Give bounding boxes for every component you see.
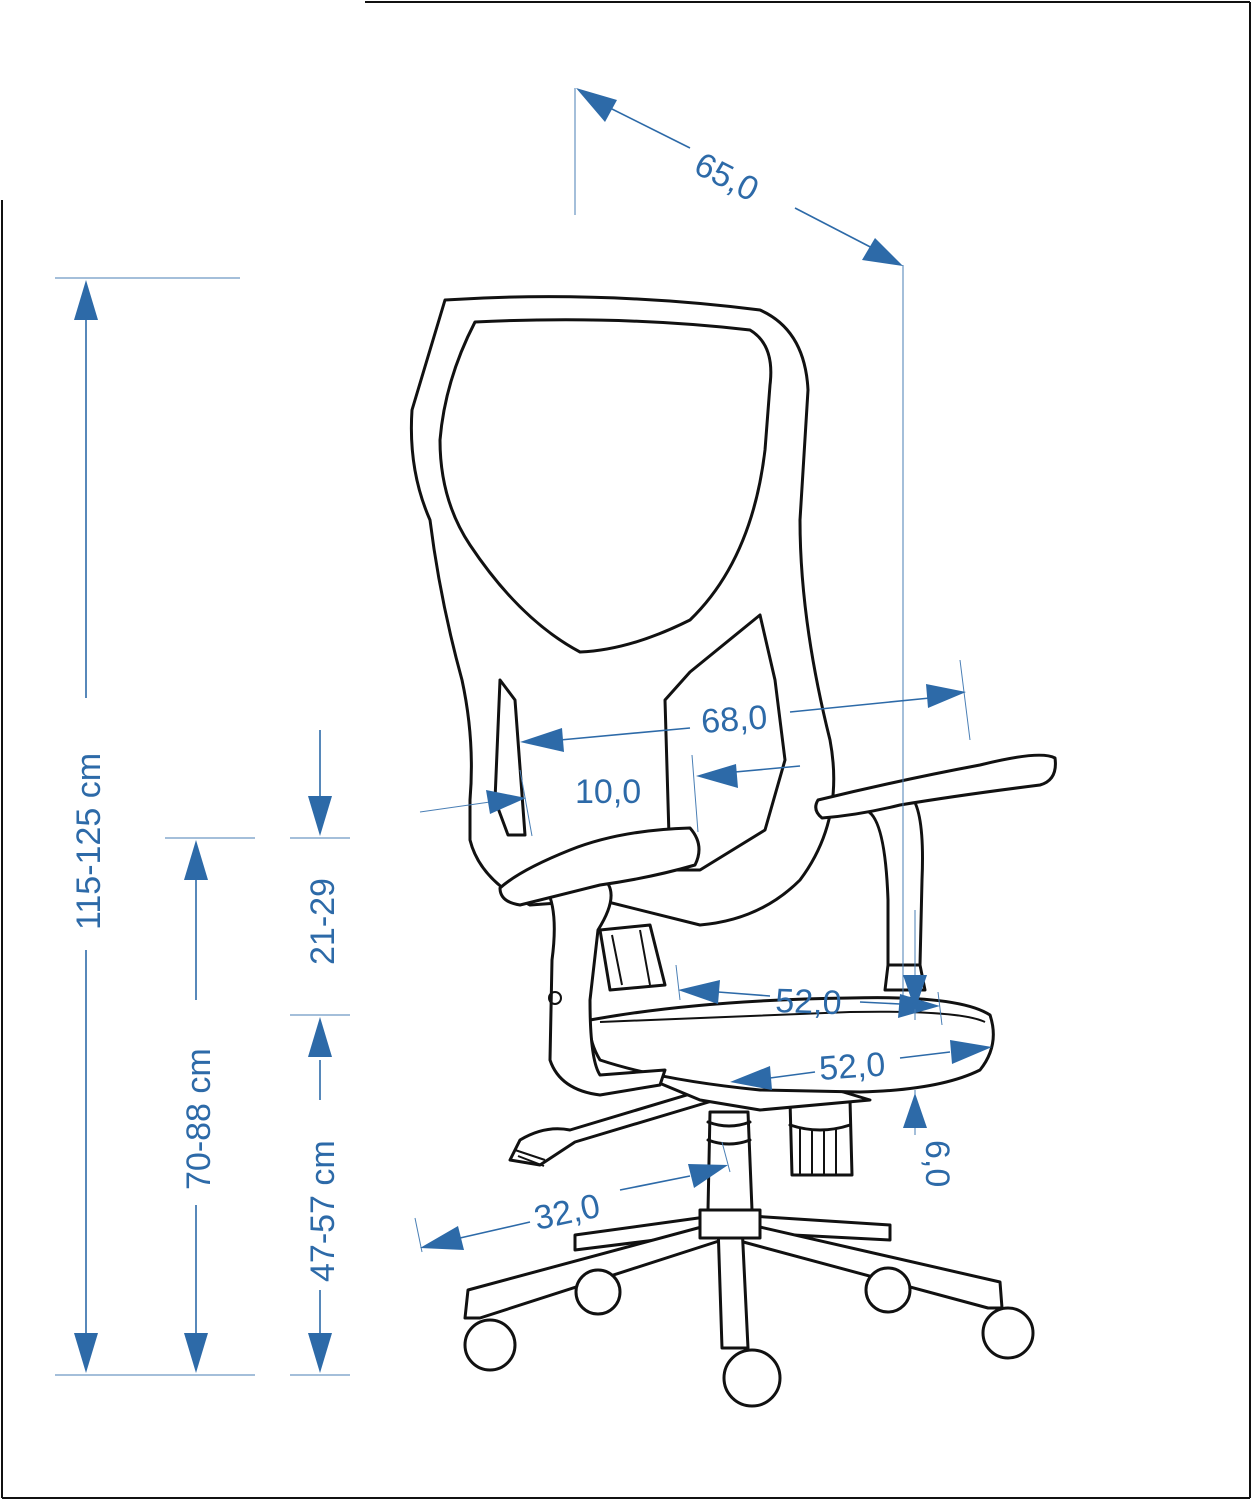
seat-width-label: 52,0 xyxy=(818,1045,887,1088)
dimension-lines xyxy=(55,88,992,1376)
armrest-height-label: 70-88 cm xyxy=(180,1048,218,1190)
seat-depth-label: 52,0 xyxy=(775,982,842,1022)
overall-depth-label: 65,0 xyxy=(688,145,764,209)
chair-illustration xyxy=(409,295,1057,1408)
caster-wheels xyxy=(463,1266,1035,1408)
base-radius-label: 32,0 xyxy=(531,1187,604,1238)
armrest-above-seat-label: 21-29 xyxy=(304,878,342,965)
armrest-width-label: 10,0 xyxy=(575,773,641,811)
seat-height-label: 47-57 cm xyxy=(304,1140,342,1282)
total-height-label: 115-125 cm xyxy=(70,753,108,930)
seat-thickness-label: 6,0 xyxy=(918,1140,956,1187)
overall-width-label: 68,0 xyxy=(700,698,769,741)
tilt-knob xyxy=(788,1098,854,1177)
